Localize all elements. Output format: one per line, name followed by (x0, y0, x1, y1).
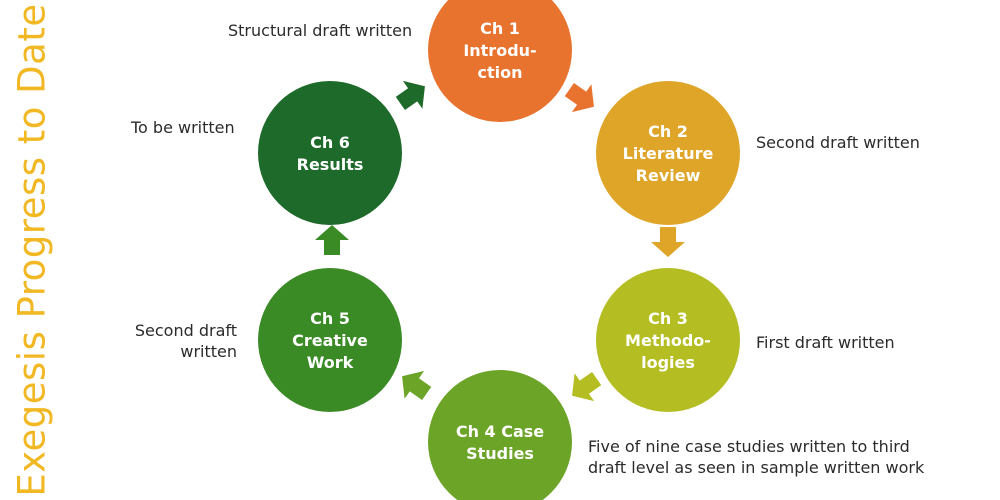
chapter-circle (428, 370, 572, 500)
chapter-label-line: Literature (623, 144, 714, 163)
flow-arrow-icon-3 (572, 371, 602, 402)
chapter-label-line: Ch 2 (648, 122, 688, 141)
note-ch6: To be written (131, 118, 235, 137)
chapter-circle (428, 0, 572, 122)
chapter-label-line: Methodo- (625, 331, 711, 350)
chapter-label-line: Work (307, 353, 354, 372)
chapter-node-6: Ch 6 Results (258, 81, 402, 225)
chapter-label-line: Creative (292, 331, 368, 350)
note-ch4-line2: draft level as seen in sample written wo… (588, 458, 925, 477)
note-ch4-line1: Five of nine case studies written to thi… (588, 437, 910, 456)
chapter-label-line: Ch 4 Case (456, 422, 544, 441)
chapter-label-line: Results (297, 155, 364, 174)
chapter-label-line: Ch 1 (480, 19, 520, 38)
chapter-circle (258, 81, 402, 225)
note-ch2: Second draft written (756, 133, 920, 152)
flow-arrow-icon-4 (402, 370, 432, 401)
note-ch3: First draft written (756, 333, 895, 352)
chapter-label-line: ction (478, 63, 523, 82)
chapter-label-line: Introdu- (463, 41, 536, 60)
chapter-label-line: Review (636, 166, 701, 185)
chapter-label-line: Studies (466, 444, 534, 463)
note-ch5: Second draft written (120, 320, 237, 362)
chapter-label-line: Ch 3 (648, 309, 688, 328)
flow-arrow-icon-1 (564, 82, 594, 113)
chapter-label-line: Ch 6 (310, 133, 350, 152)
note-ch1: Structural draft written (228, 21, 413, 40)
note-ch5-line1: Second draft (134, 321, 237, 340)
chapter-label-line: Ch 5 (310, 309, 350, 328)
chapter-node-1: Ch 1 Introdu-ction (428, 0, 572, 122)
chapter-node-3: Ch 3 Methodo-logies (596, 268, 740, 412)
chapter-label-line: logies (641, 353, 695, 372)
flow-arrow-icon-2 (651, 227, 685, 257)
chapter-circle (596, 268, 740, 412)
note-ch4: Five of nine case studies written to thi… (588, 436, 924, 478)
flow-arrow-icon-5 (315, 225, 349, 255)
flow-arrow-icon-6 (395, 80, 425, 111)
chapter-circle (258, 268, 402, 412)
chapter-circle (596, 81, 740, 225)
note-ch5-line2: written (180, 342, 237, 361)
